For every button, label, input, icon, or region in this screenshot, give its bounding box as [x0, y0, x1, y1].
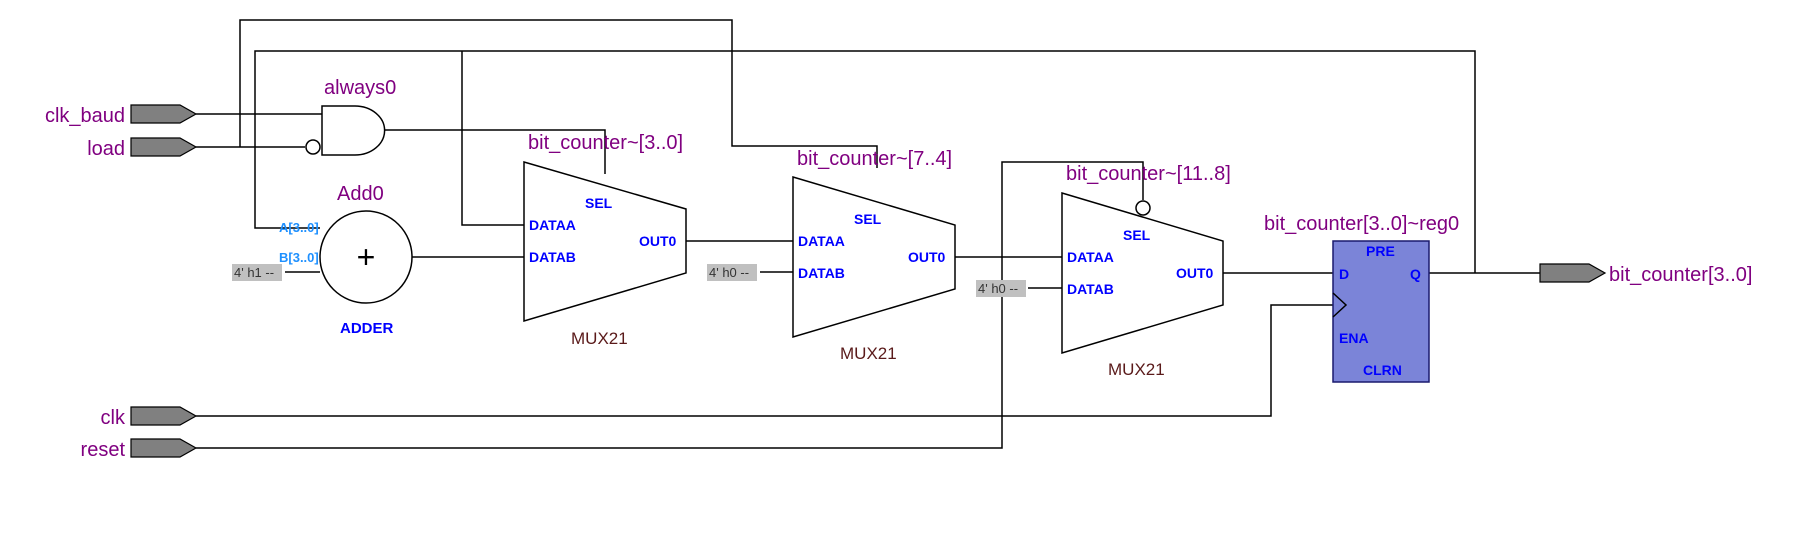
input-label-load: load — [87, 138, 125, 160]
mux3-sel: SEL — [1123, 227, 1151, 243]
mux1-datab: DATAB — [529, 249, 576, 265]
mux2-const-b: 4' h0 -- — [709, 265, 749, 280]
register-clock-triangle — [1332, 292, 1348, 318]
mux-bit-counter-3-0[interactable]: bit_counter~[3..0] SEL DATAA DATAB OUT0 … — [523, 132, 687, 348]
mux2-sel: SEL — [854, 211, 882, 227]
wire-clk-to-reg — [196, 304, 1333, 417]
mux3-out: OUT0 — [1176, 265, 1214, 281]
input-port-load[interactable]: load — [87, 137, 198, 160]
wire-feedback-bus — [254, 50, 1476, 273]
register-q: Q — [1410, 266, 1421, 282]
input-port-reset[interactable]: reset — [81, 438, 198, 461]
mux3-const-b: 4' h0 -- — [978, 281, 1018, 296]
wire-reset-to-mux3-sel — [196, 161, 1144, 449]
input-label-reset: reset — [81, 439, 126, 461]
mux1-dataa: DATAA — [529, 217, 576, 233]
input-label-clk: clk — [101, 407, 126, 429]
mux3-name: bit_counter~[11..8] — [1066, 163, 1231, 185]
mux2-dataa: DATAA — [798, 233, 845, 249]
input-port-clk-baud[interactable]: clk_baud — [45, 104, 198, 127]
mux3-type: MUX21 — [1108, 360, 1165, 379]
wire-and-to-mux1-sel — [384, 129, 606, 174]
mux1-name: bit_counter~[3..0] — [528, 132, 683, 154]
adder-name: Add0 — [337, 183, 384, 205]
mux1-type: MUX21 — [571, 329, 628, 348]
wire-load-to-mux2-sel — [239, 19, 878, 168]
wires — [196, 19, 1540, 449]
and-gate-always0[interactable]: always0 — [305, 77, 396, 156]
output-label-bit-counter: bit_counter[3..0] — [1609, 264, 1752, 286]
register-pre: PRE — [1366, 243, 1395, 259]
register-ena: ENA — [1339, 330, 1369, 346]
input-label-clk-baud: clk_baud — [45, 105, 125, 127]
mux2-out: OUT0 — [908, 249, 946, 265]
mux2-type: MUX21 — [840, 344, 897, 363]
mux2-datab: DATAB — [798, 265, 845, 281]
mux3-const-box — [976, 280, 1026, 297]
mux3-dataa: DATAA — [1067, 249, 1114, 265]
adder-const-box — [232, 264, 282, 281]
and-gate-name: always0 — [324, 77, 396, 99]
mux3-datab: DATAB — [1067, 281, 1114, 297]
input-port-clk[interactable]: clk — [101, 406, 198, 429]
mux1-out: OUT0 — [639, 233, 677, 249]
mux-bit-counter-7-4[interactable]: bit_counter~[7..4] SEL DATAA DATAB OUT0 … — [707, 148, 956, 363]
register-clrn: CLRN — [1363, 362, 1402, 378]
adder-pin-b: B[3..0] — [279, 250, 319, 265]
inverter-bubble — [305, 139, 321, 155]
adder-pin-a: A[3..0] — [279, 220, 319, 235]
mux1-sel: SEL — [585, 195, 613, 211]
adder-add0[interactable]: + Add0 A[3..0] B[3..0] ADDER 4' h1 -- — [232, 183, 413, 337]
mux3-sel-inverter-bubble — [1135, 200, 1151, 216]
adder-const-b: 4' h1 -- — [234, 265, 274, 280]
mux-bit-counter-11-8[interactable]: bit_counter~[11..8] SEL DATAA DATAB OUT0… — [976, 163, 1231, 379]
adder-type: ADDER — [340, 320, 394, 337]
output-port-bit-counter[interactable]: bit_counter[3..0] — [1539, 263, 1752, 286]
mux2-name: bit_counter~[7..4] — [797, 148, 952, 170]
adder-operator: + — [357, 239, 376, 275]
wire-feedback-to-mux1-dataa — [461, 51, 524, 226]
register-bit-counter-reg0[interactable]: bit_counter[3..0]~reg0 PRE D Q ENA CLRN — [1264, 213, 1459, 383]
register-name: bit_counter[3..0]~reg0 — [1264, 213, 1459, 235]
mux2-const-box — [707, 264, 757, 281]
register-d: D — [1339, 266, 1349, 282]
